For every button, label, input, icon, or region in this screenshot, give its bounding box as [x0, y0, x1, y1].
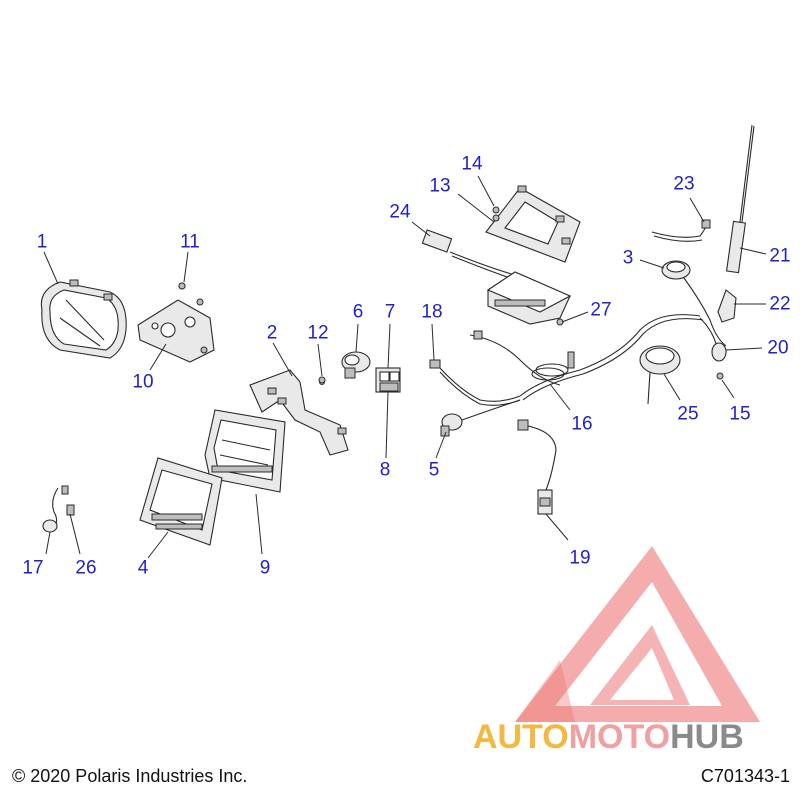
- part-20-grommet: [699, 317, 727, 362]
- part-26-clip: [66, 504, 75, 516]
- watermark-moto: MOTO: [568, 718, 671, 756]
- copyright-notice: © 2020 Polaris Industries Inc.: [12, 766, 248, 786]
- part-25-gauge: [639, 345, 681, 405]
- callout-11: 11: [180, 231, 200, 253]
- callout-5: 5: [428, 459, 440, 481]
- callout-10: 10: [132, 371, 154, 393]
- part-22-antenna-mount: [717, 289, 737, 323]
- callout-25: 25: [677, 403, 699, 425]
- callout-23: 23: [673, 173, 695, 195]
- part-11-screw: [178, 282, 186, 290]
- part-3-gps-antenna: [661, 260, 727, 347]
- part-13-mount-plate: [485, 185, 581, 263]
- callout-13: 13: [429, 175, 451, 197]
- callout-20: 20: [767, 337, 789, 359]
- watermark-hub: HUB: [670, 718, 744, 756]
- callout-15: 15: [729, 403, 751, 425]
- callout-9: 9: [259, 557, 271, 579]
- callout-27: 27: [590, 299, 612, 321]
- part-5-sensor: [440, 399, 521, 437]
- part-19-harness: [517, 419, 557, 515]
- part-16-main-harness: [469, 314, 704, 401]
- callout-22: 22: [769, 293, 791, 315]
- callout-12: 12: [307, 322, 329, 344]
- part-1-instrument-cluster: [40, 279, 127, 359]
- callout-6: 6: [352, 301, 364, 323]
- callout-14: 14: [461, 153, 483, 175]
- callout-26: 26: [75, 557, 97, 579]
- part-4-bezel: [139, 457, 223, 546]
- part-15-nut: [716, 372, 724, 380]
- part-23-cable-strap: [651, 219, 711, 242]
- callout-16: 16: [571, 413, 593, 435]
- callout-7: 7: [384, 301, 396, 323]
- callout-24: 24: [389, 201, 411, 223]
- diagram-part-number: C701343-1: [700, 766, 790, 786]
- watermark-logo-icon: [515, 546, 760, 722]
- part-17-connector: [42, 485, 69, 533]
- callout-1: 1: [36, 231, 48, 253]
- callout-2: 2: [266, 322, 278, 344]
- callout-18: 18: [421, 301, 443, 323]
- part-18-harness: [429, 359, 521, 406]
- part-10-bracket: [137, 282, 215, 363]
- callout-19: 19: [569, 547, 591, 569]
- module-box: [486, 271, 572, 325]
- callout-4: 4: [137, 557, 149, 579]
- watermark-auto: AUTO: [473, 718, 569, 756]
- callout-3: 3: [622, 247, 634, 269]
- part-7-rocker-switch: [375, 367, 401, 393]
- part-6-key-switch: [341, 351, 371, 379]
- callout-17: 17: [22, 557, 44, 579]
- leader-lines: [43, 175, 767, 559]
- part-14-screw: [492, 206, 500, 214]
- part-12-screw: [318, 376, 326, 384]
- callout-21: 21: [769, 245, 791, 267]
- part-21-antenna: [725, 124, 755, 274]
- callout-8: 8: [379, 459, 391, 481]
- watermark-text: AUTOMOTOHUB: [473, 718, 744, 756]
